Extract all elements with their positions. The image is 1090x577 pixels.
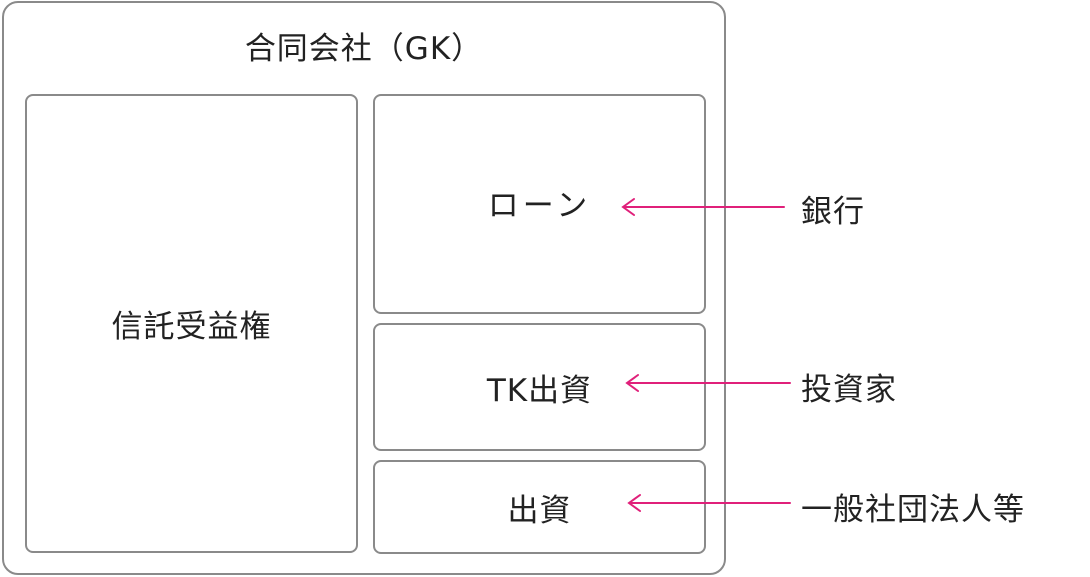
- equity-box: 出資: [373, 460, 706, 554]
- assets-box: 信託受益権: [25, 94, 358, 553]
- investor-arrow: [625, 374, 791, 392]
- company-title: 合同会社（GK）: [244, 31, 484, 67]
- assets-label: 信託受益権: [111, 309, 272, 345]
- tk-investment-box: TK出資: [373, 323, 706, 451]
- loan-label: ローン: [487, 187, 592, 224]
- association-arrow: [627, 494, 791, 512]
- bank-arrow: [621, 198, 785, 216]
- investor-label: 投資家: [801, 372, 897, 408]
- bank-label: 銀行: [801, 194, 865, 230]
- association-label: 一般社団法人等: [801, 492, 1025, 528]
- loan-box: ローン: [373, 94, 706, 314]
- tk-investment-label: TK出資: [486, 372, 593, 409]
- equity-label: 出資: [507, 492, 572, 529]
